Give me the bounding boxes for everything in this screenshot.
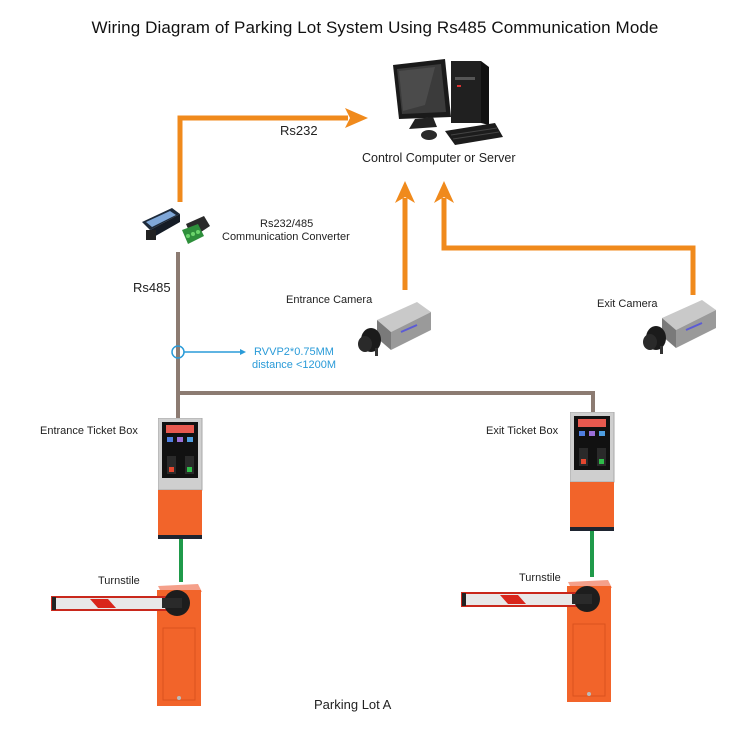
converter-label-line1: Rs232/485 [260,218,314,230]
barrier-gate-icon [461,580,612,702]
ticket-dispenser-icon [158,418,203,539]
diagram-title: Wiring Diagram of Parking Lot System Usi… [91,18,659,37]
rs232-arrowhead [345,108,368,128]
cable-spec-annotation: RVVP2*0.75MM distance <1200M [246,346,342,372]
server-label: Control Computer or Server [362,151,516,165]
converter-label-line2: Communication Converter [222,231,350,243]
parking-lot-label: Parking Lot A [314,697,392,712]
rs485-label: Rs485 [133,280,171,295]
serial-converter-icon [142,208,210,244]
cable-marker-arrow [240,349,246,355]
rs232-label: Rs232 [280,123,318,138]
ticket-dispenser-icon [570,412,615,531]
exit-camera-arrowhead [434,181,454,203]
entrance-camera-arrowhead [395,181,415,203]
cable-spec-line1: RVVP2*0.75MM [254,346,334,358]
barrier-gate-icon [51,584,202,706]
entrance-turnstile-label: Turnstile [98,575,140,587]
exit-camera-wire [441,198,696,295]
rs232-wire [177,115,348,202]
entrance-ticket-box-label: Entrance Ticket Box [40,425,138,437]
exit-ticket-box-label: Exit Ticket Box [486,425,559,437]
box-camera-icon [643,300,716,354]
exit-turnstile-label: Turnstile [519,572,561,584]
desktop-computer-icon [393,59,503,145]
entrance-camera-label: Entrance Camera [286,294,373,306]
exit-camera-label: Exit Camera [597,298,658,310]
rs485-wire [176,252,595,418]
box-camera-icon [358,302,431,356]
cable-spec-line2: distance <1200M [251,359,337,371]
